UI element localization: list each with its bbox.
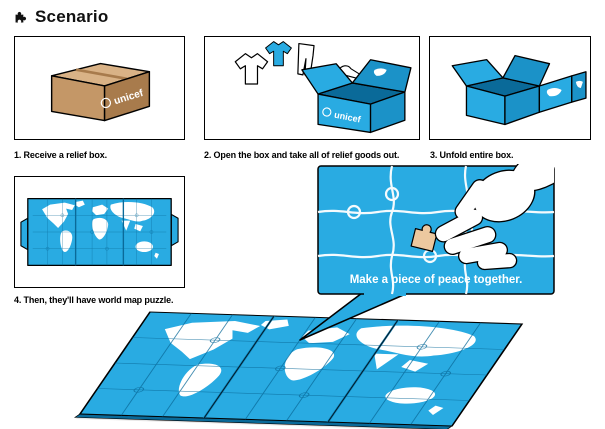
caption-step-3: 3. Unfold entire box. xyxy=(430,150,514,160)
unfolding-box-illustration xyxy=(451,54,587,126)
big-world-map-puzzle xyxy=(73,311,524,429)
relief-box-illustration: unicef xyxy=(50,62,151,122)
panel-step-2: unicef xyxy=(204,36,420,140)
hand xyxy=(434,164,554,271)
flat-puzzle xyxy=(20,197,179,267)
caption-step-1: 1. Receive a relief box. xyxy=(14,150,107,160)
page-title: Scenario xyxy=(35,7,109,26)
cardboard-box xyxy=(50,62,151,122)
open-box-illustration: unicef xyxy=(234,41,412,134)
bubble-tail xyxy=(299,292,409,341)
map-print-fragment xyxy=(546,88,562,97)
side-tab-left xyxy=(20,217,29,251)
world-map-puzzle xyxy=(73,311,524,429)
caption-step-4: 4. Then, they'll have world map puzzle. xyxy=(14,295,174,305)
panel-step-3 xyxy=(429,36,591,140)
map-print-fragment xyxy=(373,68,387,76)
open-box: unicef xyxy=(301,59,412,134)
callout-text: Make a piece of peace together. xyxy=(350,274,523,286)
map-print-fragment xyxy=(575,80,583,88)
caption-step-2: 2. Open the box and take all of relief g… xyxy=(204,150,400,160)
puzzle-piece-icon xyxy=(15,11,27,23)
header: Scenario xyxy=(14,7,108,27)
flat-puzzle-illustration xyxy=(20,197,179,267)
callout-bubble: Make a piece of peace together. xyxy=(299,164,555,341)
panel-step-1: unicef xyxy=(14,36,185,140)
panel-step-4 xyxy=(14,176,185,288)
tshirt-blue xyxy=(265,41,292,67)
tshirt-white xyxy=(234,53,269,85)
side-tab-right xyxy=(170,213,179,247)
unfolding-box xyxy=(451,54,587,126)
bubble-tail-joint xyxy=(364,291,406,296)
